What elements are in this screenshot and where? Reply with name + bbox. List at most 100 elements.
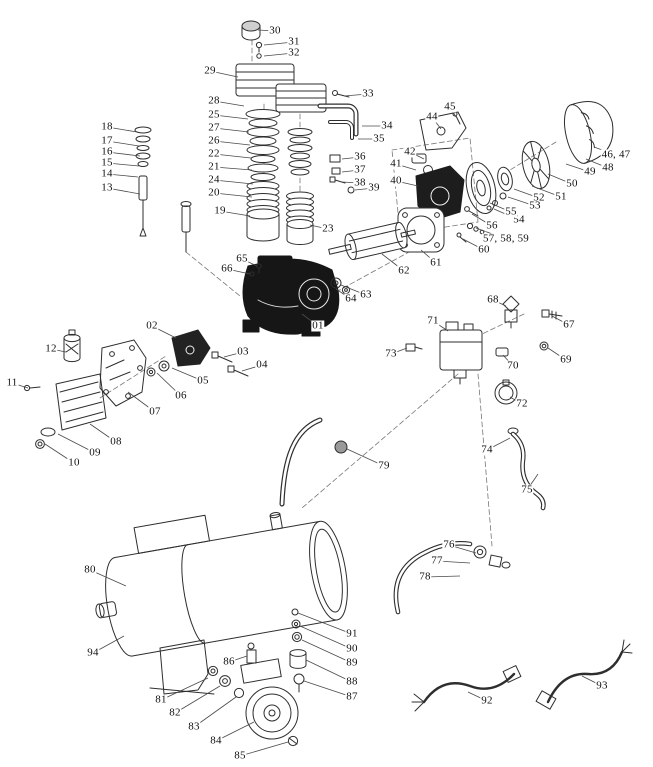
part-callout-07: 07 xyxy=(148,405,162,418)
part-callout-83: 83 xyxy=(187,720,201,733)
part-callout-66: 66 xyxy=(220,262,234,275)
valve-fittings-art xyxy=(329,154,355,194)
part-callout-36: 36 xyxy=(353,150,367,163)
part-callout-62: 62 xyxy=(397,264,411,277)
motor-stator-art xyxy=(397,207,445,253)
part-callout-20: 20 xyxy=(207,186,221,199)
part-callout-92: 92 xyxy=(480,694,494,707)
head-screws-art xyxy=(255,41,263,59)
part-callout-05: 05 xyxy=(196,374,210,387)
part-callout-80: 80 xyxy=(83,563,97,576)
part-callout-93: 93 xyxy=(595,679,609,692)
part-callout-13: 13 xyxy=(100,181,114,194)
part-callout-46-47: 46, 47 xyxy=(600,148,632,161)
part-callout-08: 08 xyxy=(109,435,123,448)
part-callout-45: 45 xyxy=(443,100,457,113)
breather-stack-art xyxy=(134,126,192,253)
part-callout-25: 25 xyxy=(207,108,221,121)
part-callout-63: 63 xyxy=(359,288,373,301)
part-callout-91: 91 xyxy=(345,627,359,640)
part-callout-70: 70 xyxy=(506,359,520,372)
part-callout-86: 86 xyxy=(222,655,236,668)
part-callout-24: 24 xyxy=(207,173,221,186)
leader-line-91 xyxy=(297,612,353,635)
part-callout-73: 73 xyxy=(384,347,398,360)
part-callout-10: 10 xyxy=(67,456,81,469)
part-callout-88: 88 xyxy=(345,675,359,688)
part-callout-67: 67 xyxy=(562,318,576,331)
fan-art xyxy=(521,140,551,190)
part-callout-06: 06 xyxy=(174,389,188,402)
part-callout-52: 52 xyxy=(532,191,546,204)
part-callout-74: 74 xyxy=(480,443,494,456)
part-callout-89: 89 xyxy=(345,656,359,669)
part-callout-42: 42 xyxy=(403,145,417,158)
part-callout-87: 87 xyxy=(345,690,359,703)
part-callout-75: 75 xyxy=(520,483,534,496)
part-callout-09: 09 xyxy=(88,446,102,459)
power-cord-art xyxy=(411,639,633,712)
head-bolt-art xyxy=(332,90,350,98)
leader-line-85 xyxy=(239,741,289,757)
part-callout-53: 53 xyxy=(528,199,542,212)
fan-cover-art xyxy=(563,101,614,164)
tank-feet-art xyxy=(149,639,282,695)
air-filter-art xyxy=(23,329,107,449)
part-callout-78: 78 xyxy=(418,570,432,583)
leader-line-81 xyxy=(160,677,209,701)
part-callout-16: 16 xyxy=(100,145,114,158)
bearing-plate-art xyxy=(465,161,497,215)
wheel-art xyxy=(207,642,299,747)
part-callout-12: 12 xyxy=(44,342,58,355)
part-callout-14: 14 xyxy=(100,167,114,180)
part-callout-11: 11 xyxy=(5,376,19,389)
part-callout-60: 60 xyxy=(477,243,491,256)
part-callout-32: 32 xyxy=(287,46,301,59)
part-callout-41: 41 xyxy=(389,157,403,170)
drain-parts-art xyxy=(289,608,307,693)
tank-art xyxy=(95,511,348,657)
part-callout-54: 54 xyxy=(512,213,526,226)
part-callout-90: 90 xyxy=(345,642,359,655)
part-callout-39: 39 xyxy=(367,181,381,194)
leader-line-88 xyxy=(305,659,353,683)
mount-bracket-art xyxy=(99,329,249,407)
part-callout-79: 79 xyxy=(377,459,391,472)
check-valve-art xyxy=(405,295,563,357)
part-callout-44: 44 xyxy=(425,110,439,123)
pressure-gauge-art xyxy=(494,379,518,405)
cylinder-head-art xyxy=(235,63,327,113)
pressure-switch-art xyxy=(439,321,483,385)
part-callout-94: 94 xyxy=(86,646,100,659)
outlet-pipe-art xyxy=(317,103,359,140)
part-callout-76: 76 xyxy=(442,538,456,551)
part-callout-31: 31 xyxy=(287,35,301,48)
motor-rotor-art xyxy=(328,221,416,261)
part-callout-35: 35 xyxy=(372,132,386,145)
pump-crankcase-art xyxy=(242,255,351,337)
leader-line-90 xyxy=(299,625,353,650)
part-callout-33: 33 xyxy=(361,87,375,100)
part-callout-01: 01 xyxy=(311,319,325,332)
leader-line-83 xyxy=(193,696,237,728)
part-callout-72: 72 xyxy=(515,397,529,410)
part-callout-40: 40 xyxy=(389,174,403,187)
part-callout-84: 84 xyxy=(209,734,223,747)
part-callout-17: 17 xyxy=(100,134,114,147)
upper-hose-art xyxy=(507,427,546,511)
part-callout-18: 18 xyxy=(100,120,114,133)
part-callout-49: 49 xyxy=(583,165,597,178)
part-callout-26: 26 xyxy=(207,134,221,147)
leader-line-87 xyxy=(303,680,353,698)
part-callout-48: 48 xyxy=(601,161,615,174)
part-callout-19: 19 xyxy=(213,204,227,217)
part-callout-15: 15 xyxy=(100,156,114,169)
assembly-dashed-lines xyxy=(99,39,557,547)
handle-art xyxy=(279,417,348,507)
part-callout-77: 77 xyxy=(430,554,444,567)
part-callout-34: 34 xyxy=(380,119,394,132)
part-callout-69: 69 xyxy=(559,353,573,366)
